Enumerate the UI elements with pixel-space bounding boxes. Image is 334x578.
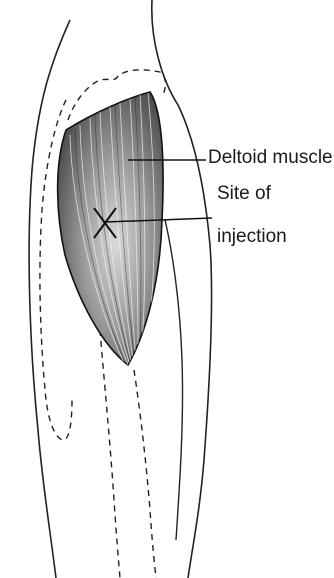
arm-inner-line (165, 220, 183, 540)
site-of-injection-label-line1: Site of (217, 183, 271, 205)
site-of-injection-label-line2: injection (217, 226, 287, 248)
arm-outline-right (152, 0, 212, 578)
humerus-dashed-right (134, 370, 156, 578)
deltoid-muscle-label: Deltoid muscle (208, 147, 333, 169)
humerus-dashed-center (100, 330, 120, 578)
